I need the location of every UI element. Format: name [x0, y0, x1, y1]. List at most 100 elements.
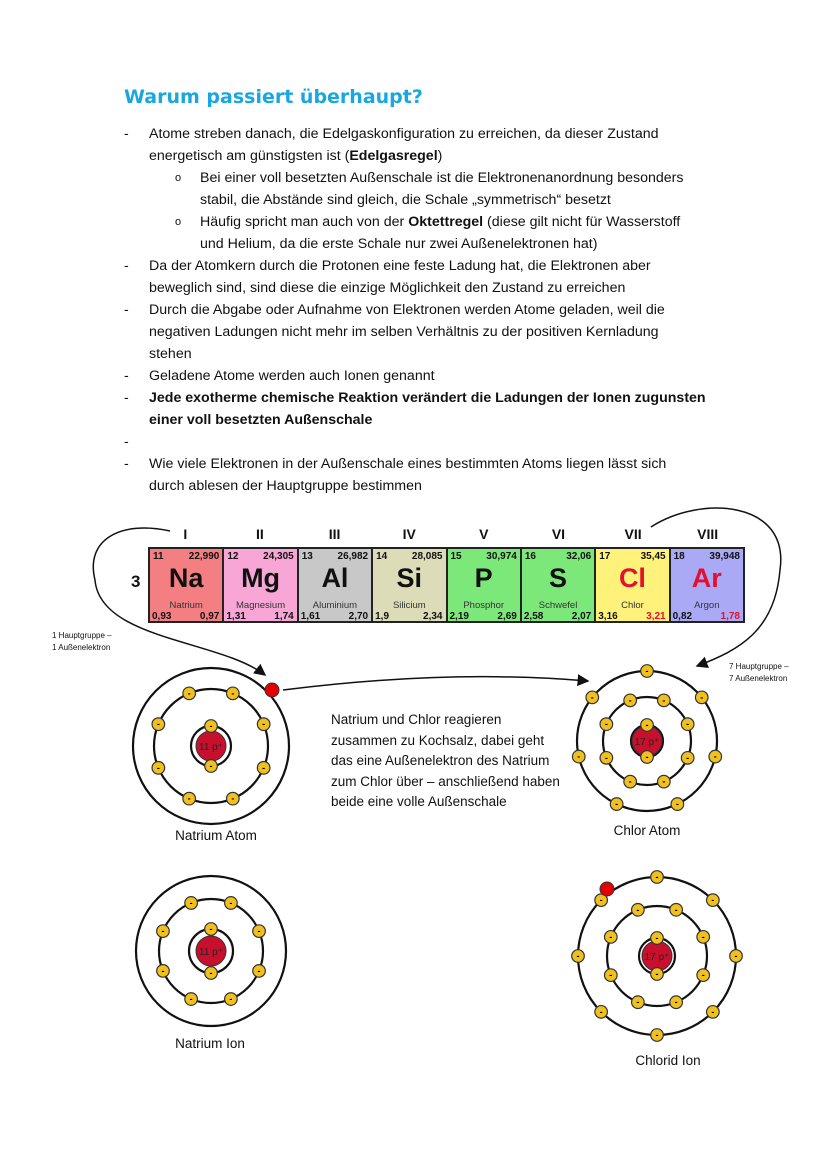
- electron: -: [669, 995, 684, 1010]
- natrium-atom: 11 p⁺----------: [131, 666, 291, 826]
- group-header-VI: VI: [551, 526, 566, 542]
- bullet-text: Häufig spricht man auch von der Oktettre…: [200, 211, 740, 255]
- chlor-atom: 17 p⁺-----------------: [571, 664, 723, 813]
- element-symbol: P: [474, 563, 493, 593]
- note-line: 7 Außenelektron: [729, 674, 788, 683]
- atomic-number: 14: [376, 551, 388, 562]
- svg-text:-: -: [676, 799, 679, 809]
- period-label: 3: [131, 572, 141, 591]
- atomic-mass: 24,305: [263, 551, 294, 562]
- atomic-number: 17: [599, 551, 611, 562]
- svg-text:-: -: [210, 721, 213, 731]
- caption-chlorid-ion: Chlorid Ion: [635, 1053, 701, 1068]
- svg-text:-: -: [711, 895, 714, 905]
- electron: -: [599, 717, 614, 732]
- electron: -: [256, 717, 271, 732]
- note-right: 7 Hauptgruppe – 7 Außenelektron: [729, 661, 789, 685]
- line: Jede exotherme chemische Reaktion veränd…: [149, 390, 706, 406]
- note-line: 1 Hauptgruppe –: [52, 631, 112, 640]
- element-symbol: Ar: [691, 563, 722, 593]
- dash: -: [124, 368, 129, 384]
- group-header-VII: VII: [624, 526, 642, 542]
- electron: -: [223, 896, 238, 910]
- svg-text:-: -: [646, 752, 649, 762]
- svg-text:-: -: [258, 926, 261, 936]
- line: stehen: [149, 346, 192, 362]
- svg-text:-: -: [157, 763, 160, 773]
- caption-natrium-ion: Natrium Ion: [175, 1036, 245, 1051]
- electron: -: [696, 929, 711, 944]
- element-name: Argon: [694, 600, 720, 611]
- dash: -: [124, 390, 129, 406]
- svg-text:-: -: [231, 794, 234, 804]
- electron: -: [656, 774, 671, 789]
- chlorid-ion: 17 p⁺------------------: [571, 870, 743, 1042]
- line: Wie viele Elektronen in der Außenschale …: [149, 456, 667, 472]
- electron: -: [594, 893, 609, 908]
- svg-text:-: -: [188, 794, 191, 804]
- dash: -: [124, 302, 129, 318]
- atomic-mass: 22,990: [188, 551, 220, 562]
- electron: -: [184, 896, 199, 910]
- svg-text:-: -: [231, 688, 234, 698]
- note-line: 7 Hauptgruppe –: [729, 662, 789, 671]
- bullet-text: Da der Atomkern durch die Protonen eine …: [149, 255, 749, 299]
- svg-text:-: -: [262, 763, 265, 773]
- svg-text:-: -: [609, 970, 612, 980]
- svg-text:-: -: [615, 799, 618, 809]
- svg-text:-: -: [702, 932, 705, 942]
- caption-chlor-atom: Chlor Atom: [613, 823, 681, 838]
- dash: -: [124, 126, 129, 142]
- electronegativity: 0,93: [152, 611, 172, 622]
- line: Durch die Abgabe oder Aufnahme von Elekt…: [149, 302, 665, 318]
- svg-text:-: -: [714, 752, 717, 762]
- svg-text:-: -: [675, 905, 678, 915]
- electron: -: [182, 791, 197, 806]
- electronegativity: 1,31: [226, 611, 246, 622]
- electron: -: [156, 924, 170, 939]
- electron: -: [669, 902, 684, 917]
- svg-text:-: -: [656, 969, 659, 979]
- line: negativen Ladungen nicht mehr im selben …: [149, 324, 659, 340]
- element-name: Magnesium: [236, 600, 286, 611]
- bullet-text: Geladene Atome werden auch Ionen genannt: [149, 368, 435, 384]
- nucleus-label: 11 p⁺: [199, 742, 223, 753]
- group-header-II: II: [256, 526, 264, 542]
- svg-text:-: -: [686, 719, 689, 729]
- electron: -: [204, 759, 218, 773]
- line: beweglich sind, sind diese die einzige M…: [149, 280, 626, 296]
- caption-natrium-atom: Natrium Atom: [175, 828, 257, 843]
- electron: -: [680, 750, 695, 765]
- svg-text:-: -: [190, 898, 193, 908]
- circle-marker: o: [175, 172, 182, 184]
- svg-text:-: -: [591, 692, 594, 702]
- svg-text:-: -: [161, 966, 164, 976]
- electron: -: [729, 949, 743, 963]
- electronegativity: 1,61: [300, 611, 321, 622]
- svg-text:-: -: [636, 997, 639, 1007]
- element-name: Phosphor: [463, 600, 505, 611]
- svg-text:-: -: [161, 926, 164, 936]
- electron: -: [656, 693, 671, 708]
- note-left: 1 Hauptgruppe – 1 Außenelektron: [52, 630, 112, 654]
- svg-text:-: -: [157, 719, 160, 729]
- electron: -: [256, 760, 271, 775]
- electron: -: [204, 966, 218, 980]
- transfer-electron: [599, 881, 615, 897]
- bullet-text: Atome streben danach, die Edelgaskonfigu…: [149, 123, 749, 167]
- element-name: Aluminium: [312, 600, 358, 611]
- element-name: Natrium: [169, 600, 203, 611]
- svg-text:-: -: [686, 753, 689, 763]
- reaction-description: Natrium und Chlor reagieren zusammen zu …: [331, 712, 560, 809]
- element-symbol: Na: [168, 563, 204, 593]
- electron: -: [603, 929, 618, 944]
- electron: -: [650, 967, 664, 981]
- group-header-IV: IV: [402, 526, 416, 542]
